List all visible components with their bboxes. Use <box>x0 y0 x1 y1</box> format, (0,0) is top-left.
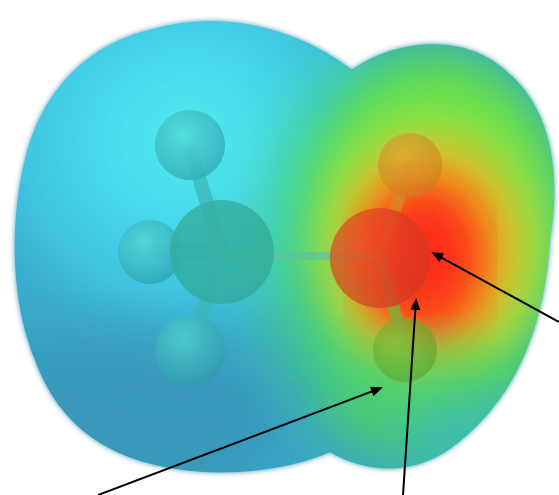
hydrogen-atom-top <box>155 110 225 180</box>
carbon-atom <box>170 200 274 304</box>
hydrogen-atom-upper-right <box>378 133 442 197</box>
hydrogen-atom-bottom <box>155 315 225 385</box>
heteroatom <box>330 208 430 308</box>
hydrogen-atom-lower-right <box>373 318 437 382</box>
